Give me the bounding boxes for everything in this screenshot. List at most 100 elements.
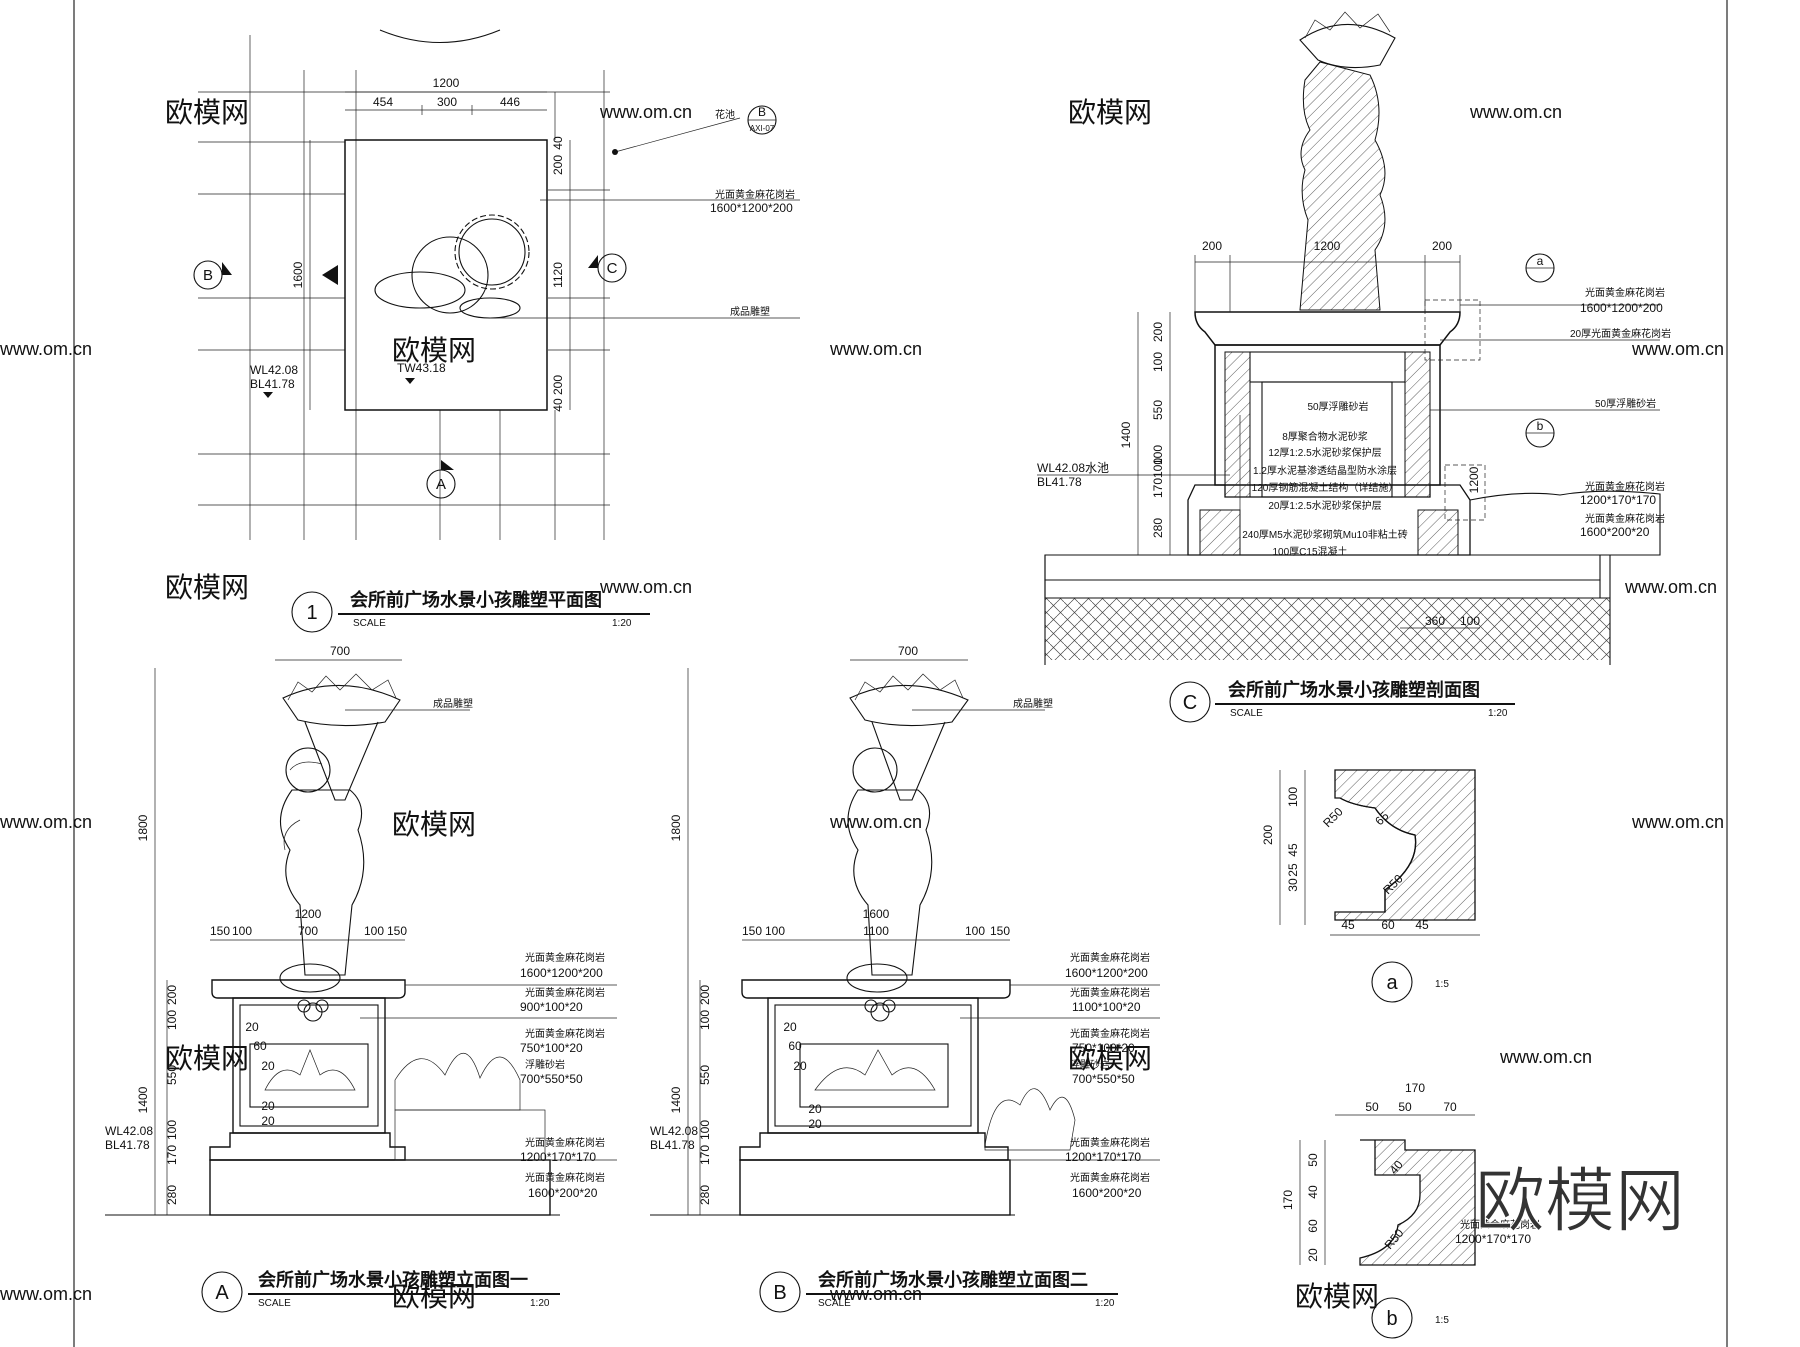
svg-text:SCALE: SCALE xyxy=(818,1298,851,1309)
dim-sec-l2: 200 xyxy=(1151,322,1165,342)
svg-text:20: 20 xyxy=(783,1020,797,1034)
dim-plan-total: 1200 xyxy=(433,76,460,90)
svg-text:50: 50 xyxy=(1398,1100,1412,1114)
svg-text:20: 20 xyxy=(808,1117,822,1131)
svg-text:1600*1200*200: 1600*1200*200 xyxy=(520,966,603,980)
elev-b-title: 会所前广场水景小孩雕塑立面图二 xyxy=(818,1269,1088,1290)
svg-text:100: 100 xyxy=(165,1010,179,1030)
svg-text:20: 20 xyxy=(1306,1248,1320,1262)
planting-b xyxy=(984,1088,1076,1151)
svg-text:欧模网: 欧模网 xyxy=(392,1281,476,1312)
svg-text:200: 200 xyxy=(165,985,179,1005)
svg-text:100: 100 xyxy=(698,1010,712,1030)
svg-text:45: 45 xyxy=(1286,843,1300,857)
svg-text:20: 20 xyxy=(261,1114,275,1128)
plan-bl: BL41.78 xyxy=(250,377,295,391)
svg-text:200: 200 xyxy=(1261,825,1275,845)
svg-text:1600*1200*200: 1600*1200*200 xyxy=(1580,301,1663,315)
svg-text:1600*1200*200: 1600*1200*200 xyxy=(1065,966,1148,980)
svg-text:浮雕砂岩: 浮雕砂岩 xyxy=(1070,1058,1110,1071)
svg-text:750*100*20: 750*100*20 xyxy=(520,1041,583,1055)
svg-text:50: 50 xyxy=(1306,1153,1320,1167)
svg-text:光面黄金麻花岗岩: 光面黄金麻花岗岩 xyxy=(1070,986,1150,999)
section-number: C xyxy=(1183,692,1197,714)
svg-text:欧模网: 欧模网 xyxy=(165,572,249,603)
planting-a xyxy=(394,1053,521,1111)
callout-granite: 光面黄金麻花岗岩 xyxy=(715,188,795,201)
svg-text:100: 100 xyxy=(1286,787,1300,807)
svg-text:www.om.cn: www.om.cn xyxy=(1624,577,1717,597)
plan-title: 会所前广场水景小孩雕塑平面图 xyxy=(350,589,602,610)
dim-sec-l3: 550 xyxy=(1151,400,1165,420)
dim-sec-bottom-2: 100 xyxy=(1460,614,1480,628)
detail-b-label: b xyxy=(1386,1308,1397,1330)
svg-text:光面黄金麻花岗岩: 光面黄金麻花岗岩 xyxy=(1585,480,1665,493)
elev-b-number: B xyxy=(773,1282,786,1304)
dim-sec-total: 1400 xyxy=(1119,421,1133,448)
svg-text:1600*200*20: 1600*200*20 xyxy=(1580,525,1650,539)
svg-text:40: 40 xyxy=(1306,1185,1320,1199)
plinth-outline xyxy=(344,139,548,411)
detail-a-scale: 1:5 xyxy=(1435,979,1449,990)
svg-text:光面黄金麻花岗岩: 光面黄金麻花岗岩 xyxy=(1070,951,1150,964)
detail-a-label: a xyxy=(1386,972,1398,994)
svg-text:20: 20 xyxy=(793,1059,807,1073)
callout-granite-size: 1600*1200*200 xyxy=(710,201,793,215)
dim-sec-l1: 100 xyxy=(1151,352,1165,372)
svg-text:www.om.cn: www.om.cn xyxy=(0,339,92,359)
svg-text:100: 100 xyxy=(364,924,384,938)
svg-text:60: 60 xyxy=(788,1039,802,1053)
svg-text:280: 280 xyxy=(165,1185,179,1205)
dim-sec-l7: 280 xyxy=(1151,518,1165,538)
section-mark-a: A xyxy=(426,460,456,499)
svg-text:光面黄金麻花岗岩: 光面黄金麻花岗岩 xyxy=(1070,1136,1150,1149)
svg-text:光面黄金麻花岗岩: 光面黄金麻花岗岩 xyxy=(525,986,605,999)
svg-text:BL41.78: BL41.78 xyxy=(650,1138,695,1152)
section-view: 200 1200 200 1400 100 200 550 100 170 10… xyxy=(1037,11,1671,723)
svg-text:1800: 1800 xyxy=(669,814,683,841)
svg-text:光面黄金麻花岗岩: 光面黄金麻花岗岩 xyxy=(1585,286,1665,299)
svg-text:成品雕塑: 成品雕塑 xyxy=(1013,697,1053,710)
svg-text:WL42.08: WL42.08 xyxy=(650,1124,698,1138)
relief-carving-b xyxy=(814,1049,936,1091)
svg-text:900*100*20: 900*100*20 xyxy=(520,1000,583,1014)
svg-text:www.om.cn: www.om.cn xyxy=(0,812,92,832)
svg-text:60: 60 xyxy=(1381,918,1395,932)
svg-text:1200*170*170: 1200*170*170 xyxy=(520,1150,596,1164)
sculpture-plan-symbol xyxy=(374,214,530,319)
dim-sec-l4: 100 xyxy=(1151,458,1165,478)
sec-wl: WL42.08水池 xyxy=(1037,461,1109,475)
svg-text:700*550*50: 700*550*50 xyxy=(520,1072,583,1086)
elev-b-notes: 成品雕塑 光面黄金麻花岗岩 1600*1200*200 光面黄金麻花岗岩 110… xyxy=(912,697,1160,1200)
layer-8: 100厚C15混凝土 xyxy=(1272,545,1347,558)
layer-3: 12厚1:2.5水泥砂浆保护层 xyxy=(1268,446,1381,459)
svg-text:光面黄金麻花岗岩: 光面黄金麻花岗岩 xyxy=(1460,1218,1540,1231)
elevation-b: 1800 1400 200 100 550 100 170 280 700 16… xyxy=(650,644,1160,1313)
plan-scale-label: SCALE xyxy=(353,618,386,629)
svg-text:750*100*20: 750*100*20 xyxy=(1072,1041,1135,1055)
dim-sec-right: 1200 xyxy=(1467,466,1481,493)
svg-text:欧模网: 欧模网 xyxy=(1295,1281,1379,1312)
callout-ref-sheet: AXI-07 xyxy=(750,124,775,133)
dim-sec-top-3: 200 xyxy=(1432,239,1452,253)
svg-text:B: B xyxy=(203,267,213,284)
svg-text:1400: 1400 xyxy=(669,1086,683,1113)
elevation-a: 1800 1400 200 100 550 100 170 280 700 12… xyxy=(105,644,617,1313)
svg-text:60: 60 xyxy=(253,1039,267,1053)
svg-text:30: 30 xyxy=(1286,878,1300,892)
svg-text:欧模网: 欧模网 xyxy=(165,97,249,128)
svg-text:1600*200*20: 1600*200*20 xyxy=(528,1186,598,1200)
svg-text:20: 20 xyxy=(261,1099,275,1113)
layer-7: 240厚M5水泥砂浆砌筑Mu10非粘土砖 xyxy=(1242,528,1408,541)
section-title: 会所前广场水景小孩雕塑剖面图 xyxy=(1228,679,1480,700)
elev-a-dim-top: 700 xyxy=(330,644,350,658)
svg-text:100: 100 xyxy=(698,1120,712,1140)
svg-text:1100: 1100 xyxy=(863,924,889,938)
svg-text:1600*200*20: 1600*200*20 xyxy=(1072,1186,1142,1200)
dim-sec-top-1: 200 xyxy=(1202,239,1222,253)
svg-text:1:20: 1:20 xyxy=(530,1298,550,1309)
dim-sec-bottom-1: 360 xyxy=(1425,614,1445,628)
sec-bl: BL41.78 xyxy=(1037,475,1082,489)
dim-plan-seg3: 446 xyxy=(500,95,520,109)
svg-text:www.om.cn: www.om.cn xyxy=(599,577,692,597)
